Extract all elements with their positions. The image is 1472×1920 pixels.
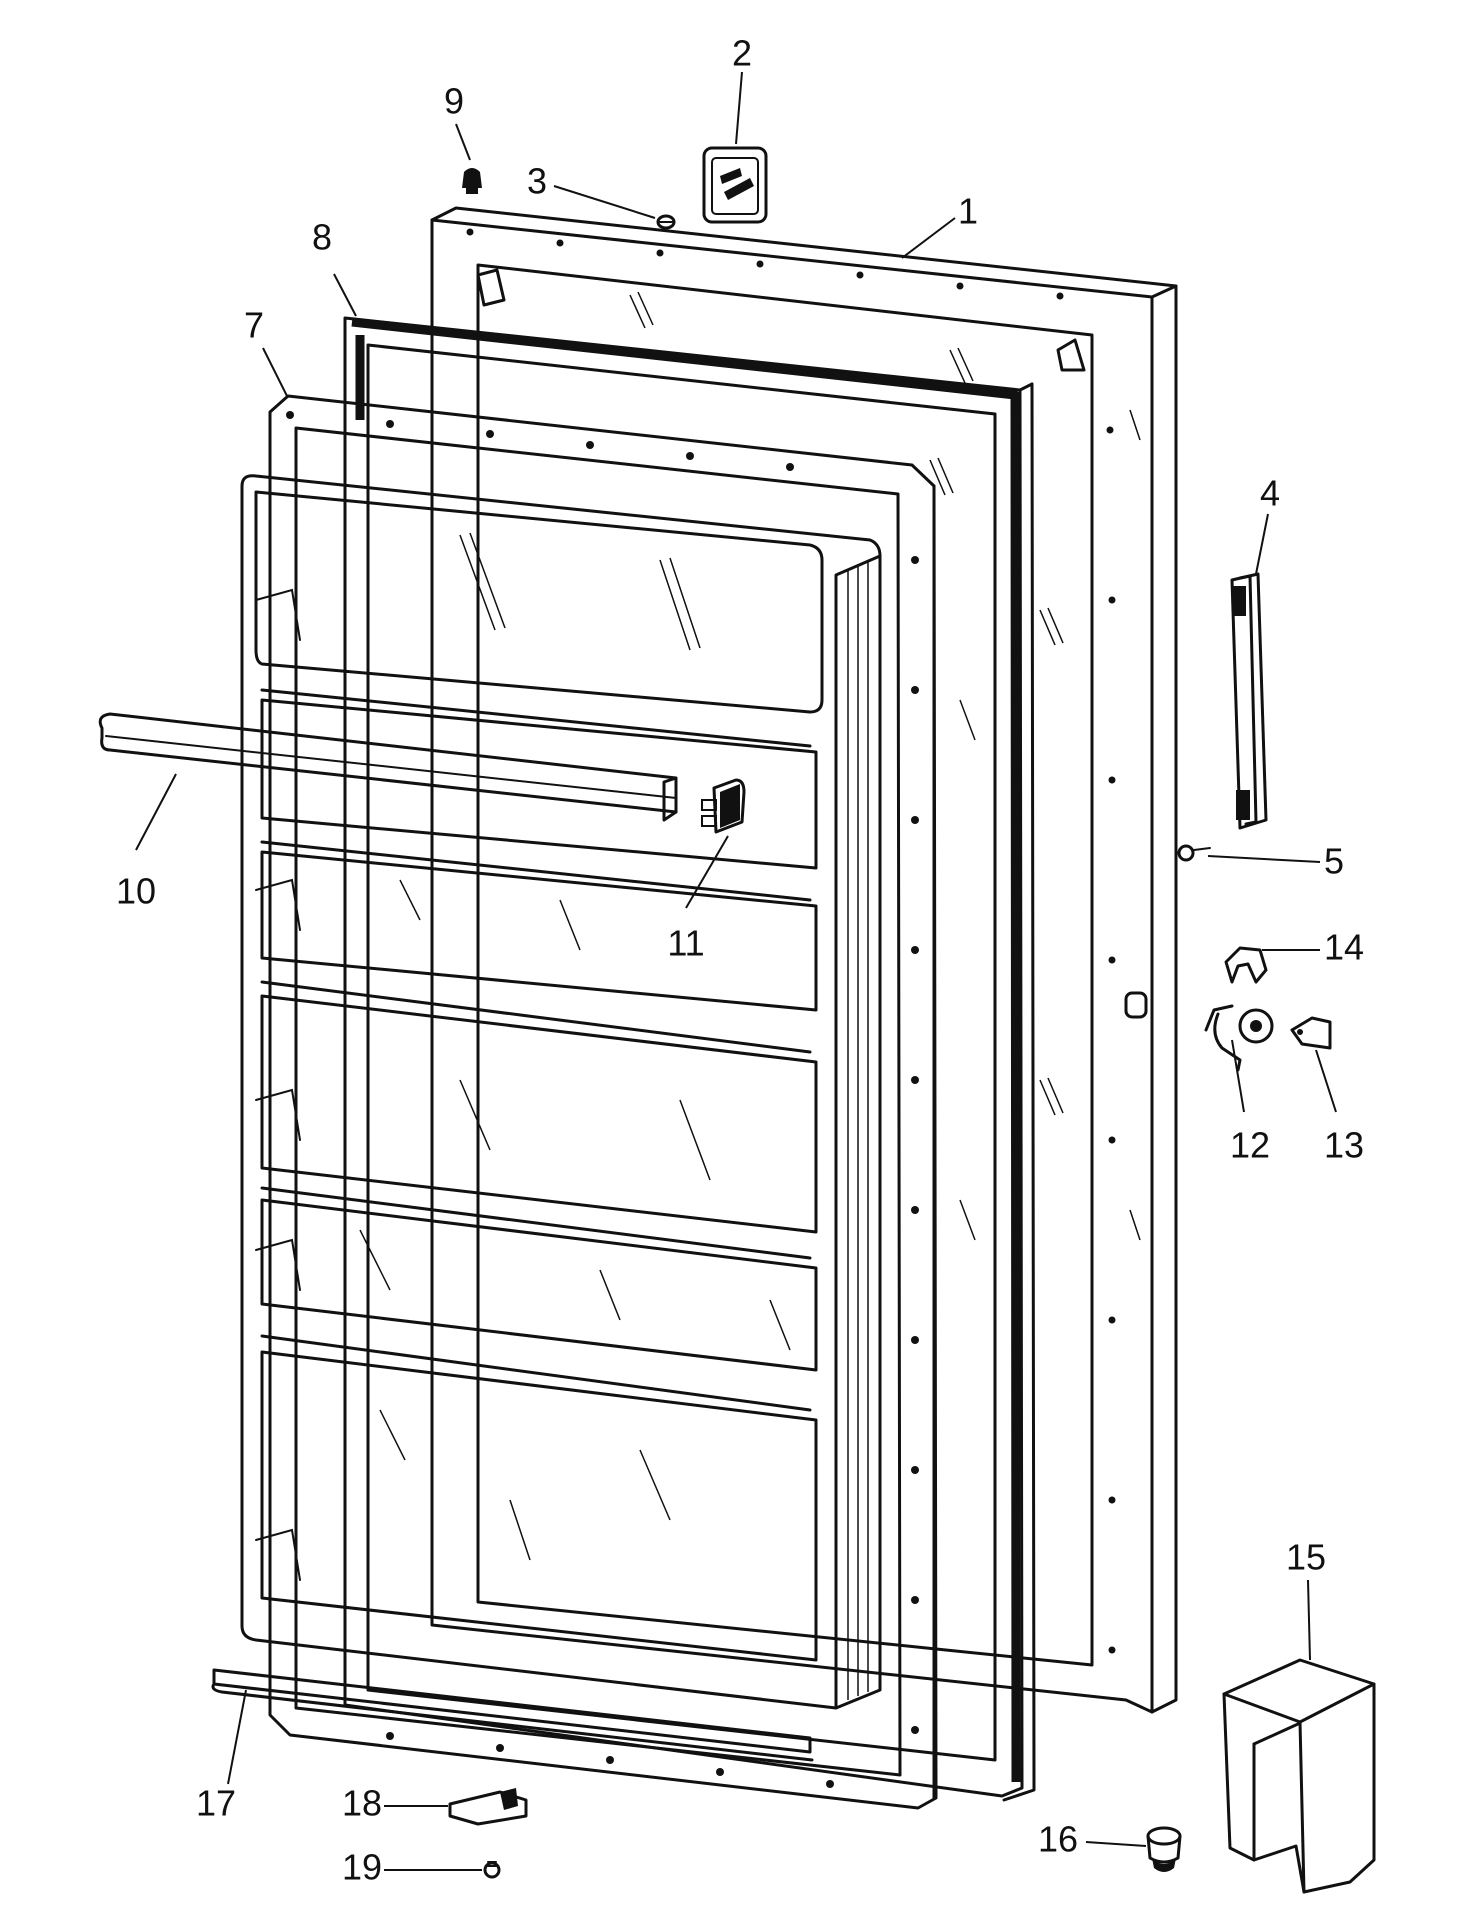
part-7-inner-door-liner [268, 394, 938, 1810]
part-16-foot [1146, 1826, 1182, 1872]
callout-1: 1 [958, 191, 978, 232]
callout-13: 13 [1324, 1125, 1364, 1166]
part-19-screw [483, 1861, 501, 1879]
callout-19: 19 [342, 1847, 382, 1888]
callout-11: 11 [667, 923, 704, 964]
part-13-latch-clip [1290, 1016, 1332, 1050]
callout-17: 17 [196, 1783, 236, 1824]
part-3-screw [656, 214, 676, 230]
panel-1-screw-holes [466, 228, 1116, 1654]
part-17-bottom-trim-strip [211, 1668, 814, 1762]
callout-12: 12 [1230, 1125, 1270, 1166]
part-5-screw [1177, 844, 1211, 862]
callout-3: 3 [527, 161, 547, 202]
leader-lines [135, 71, 1337, 1871]
part-15-bracket-block [1222, 1658, 1376, 1894]
callout-14: 14 [1324, 927, 1364, 968]
part-1-outer-door-panel [430, 206, 1178, 1714]
callout-18: 18 [342, 1783, 382, 1824]
callout-10: 10 [116, 871, 156, 912]
part-18-bottom-hinge-bracket [448, 1788, 528, 1826]
part-4-handle [1230, 572, 1268, 830]
callout-labels: 1 2 3 4 5 7 8 9 10 11 12 13 14 15 16 17 … [116, 33, 1364, 1888]
door-shelf-tub [240, 474, 882, 1710]
callout-2: 2 [732, 33, 752, 74]
part-2-hinge-bracket [702, 146, 768, 224]
callout-16: 16 [1038, 1819, 1078, 1860]
part-8-door-gasket [343, 316, 1036, 1802]
liner-7-screw-holes [286, 411, 919, 1788]
part-12-latch [1204, 1004, 1274, 1072]
part-14-latch-strike [1224, 946, 1268, 984]
part-11-bar-end-bracket [701, 778, 746, 834]
callout-4: 4 [1260, 473, 1280, 514]
part-10-shelf-bar [98, 712, 678, 822]
callout-15: 15 [1286, 1537, 1326, 1578]
callout-9: 9 [444, 81, 464, 122]
callout-8: 8 [312, 217, 332, 258]
callout-7: 7 [244, 305, 264, 346]
callout-5: 5 [1324, 841, 1344, 882]
part-9-plug [462, 168, 482, 194]
